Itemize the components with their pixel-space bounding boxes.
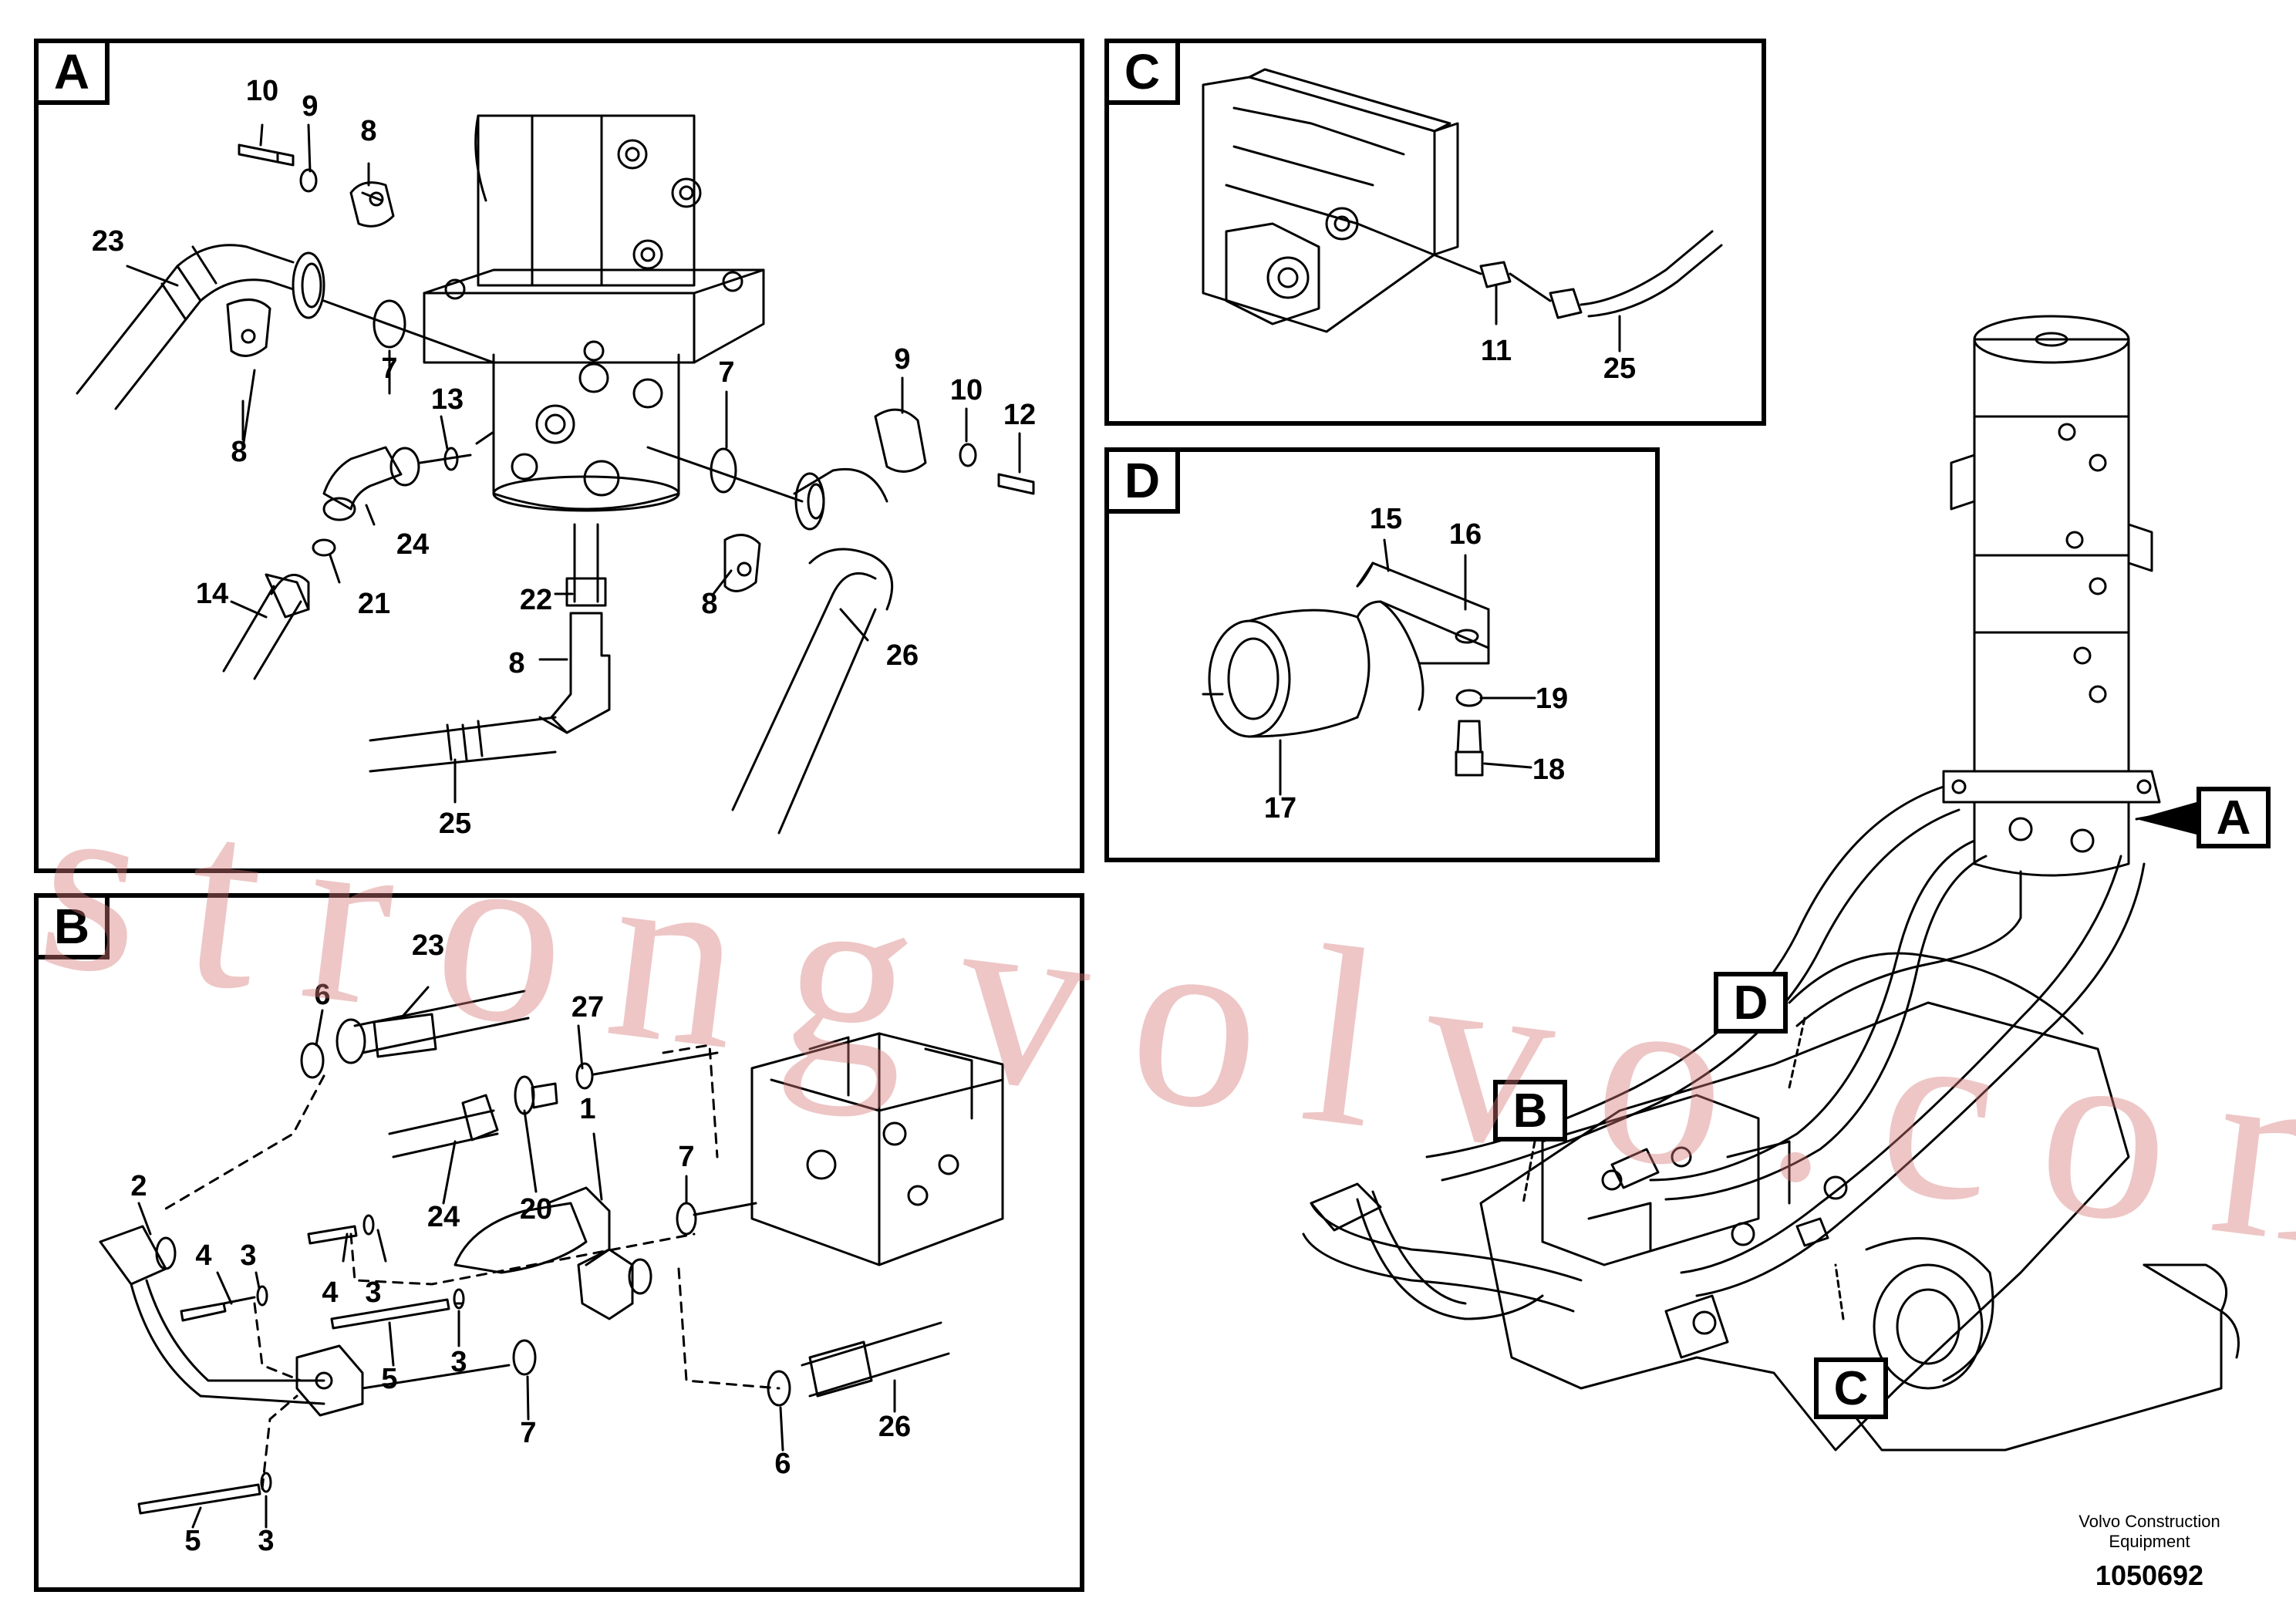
part-number-label: 12 bbox=[1003, 399, 1036, 431]
panel-c-label: C bbox=[1109, 43, 1180, 105]
part-number-label: 18 bbox=[1532, 754, 1565, 786]
part-number-label: 21 bbox=[358, 588, 390, 620]
part-number-label: 13 bbox=[431, 383, 464, 416]
part-number-label: 2 bbox=[130, 1170, 147, 1202]
part-number-label: 10 bbox=[246, 75, 278, 107]
part-number-label: 26 bbox=[878, 1411, 911, 1443]
part-number-label: 24 bbox=[427, 1201, 460, 1233]
maker-line-2: Equipment bbox=[2109, 1532, 2190, 1551]
overview-artwork bbox=[1302, 315, 2240, 1452]
part-number-label: 8 bbox=[701, 588, 717, 620]
part-number-label: 3 bbox=[240, 1239, 256, 1272]
part-number-label: 9 bbox=[894, 343, 910, 376]
maker-line-1: Volvo Construction bbox=[2079, 1512, 2220, 1531]
panel-d-artwork bbox=[1202, 538, 1536, 796]
callout-d: D bbox=[1714, 972, 1788, 1034]
panel-a-label: A bbox=[39, 43, 110, 105]
part-number-label: 6 bbox=[774, 1448, 791, 1480]
panel-d: D bbox=[1104, 447, 1660, 862]
part-number-label: 5 bbox=[381, 1363, 397, 1395]
part-number-label: 9 bbox=[302, 90, 318, 123]
panel-a-artwork bbox=[76, 114, 1035, 835]
part-number-label: 3 bbox=[365, 1276, 381, 1309]
part-number-label: 7 bbox=[678, 1141, 694, 1173]
part-number-label: 19 bbox=[1536, 683, 1568, 715]
part-number-label: 8 bbox=[231, 436, 247, 468]
part-number-label: 11 bbox=[1481, 335, 1512, 367]
part-number-label: 7 bbox=[718, 356, 734, 389]
part-number-label: 20 bbox=[520, 1193, 552, 1226]
part-number-label: 4 bbox=[322, 1276, 338, 1309]
part-number-label: 5 bbox=[184, 1525, 201, 1557]
part-number-label: 26 bbox=[886, 639, 919, 672]
part-number-label: 22 bbox=[520, 584, 552, 616]
panel-b: B bbox=[34, 893, 1084, 1592]
part-number-label: 24 bbox=[396, 528, 429, 561]
part-number-label: 14 bbox=[196, 578, 228, 610]
part-number-label: 1 bbox=[579, 1093, 595, 1125]
part-number-label: 8 bbox=[508, 647, 524, 679]
part-number-label: 27 bbox=[571, 991, 604, 1023]
part-number-label: 3 bbox=[450, 1346, 467, 1378]
callout-b: B bbox=[1493, 1080, 1567, 1141]
part-number-label: 8 bbox=[360, 115, 376, 147]
drawing-number: 1050692 bbox=[2095, 1560, 2204, 1591]
panel-b-artwork bbox=[99, 986, 1004, 1529]
drawing-footer: Volvo Construction Equipment 1050692 bbox=[2034, 1512, 2265, 1592]
part-number-label: 16 bbox=[1449, 518, 1482, 551]
callout-a: A bbox=[2197, 787, 2271, 848]
part-number-label: 7 bbox=[520, 1417, 536, 1449]
panel-c-artwork bbox=[1202, 68, 1723, 352]
part-number-label: 25 bbox=[1603, 352, 1636, 385]
part-number-label: 25 bbox=[439, 808, 471, 840]
part-number-label: 6 bbox=[314, 979, 330, 1011]
panel-d-label: D bbox=[1109, 452, 1180, 514]
part-number-label: 15 bbox=[1370, 503, 1402, 535]
part-number-label: 10 bbox=[950, 374, 983, 406]
callout-a-arrowhead bbox=[2136, 802, 2197, 835]
part-number-label: 4 bbox=[195, 1239, 211, 1272]
callout-c: C bbox=[1814, 1357, 1888, 1419]
part-number-label: 7 bbox=[381, 352, 397, 385]
part-number-label: 23 bbox=[92, 225, 124, 258]
panel-a: A bbox=[34, 39, 1084, 873]
part-number-label: 23 bbox=[412, 929, 444, 962]
panel-b-label: B bbox=[39, 898, 110, 959]
part-number-label: 17 bbox=[1264, 792, 1296, 824]
part-number-label: 3 bbox=[258, 1525, 274, 1557]
